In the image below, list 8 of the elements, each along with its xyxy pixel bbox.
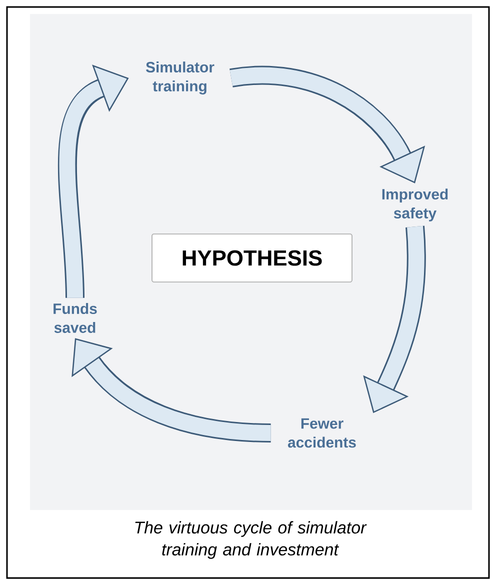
curved-arrow	[72, 338, 272, 442]
caption: The virtuous cycle of simulator training and investment	[135, 521, 367, 559]
step-label: Simulator training	[146, 62, 214, 94]
step-label: Improved safety	[382, 188, 448, 222]
curved-arrow	[230, 66, 426, 184]
step-label: Fewer accidents	[288, 418, 356, 448]
hypothesis-box: HYPOTHESIS	[152, 234, 352, 282]
step-label: Funds saved	[54, 303, 97, 333]
